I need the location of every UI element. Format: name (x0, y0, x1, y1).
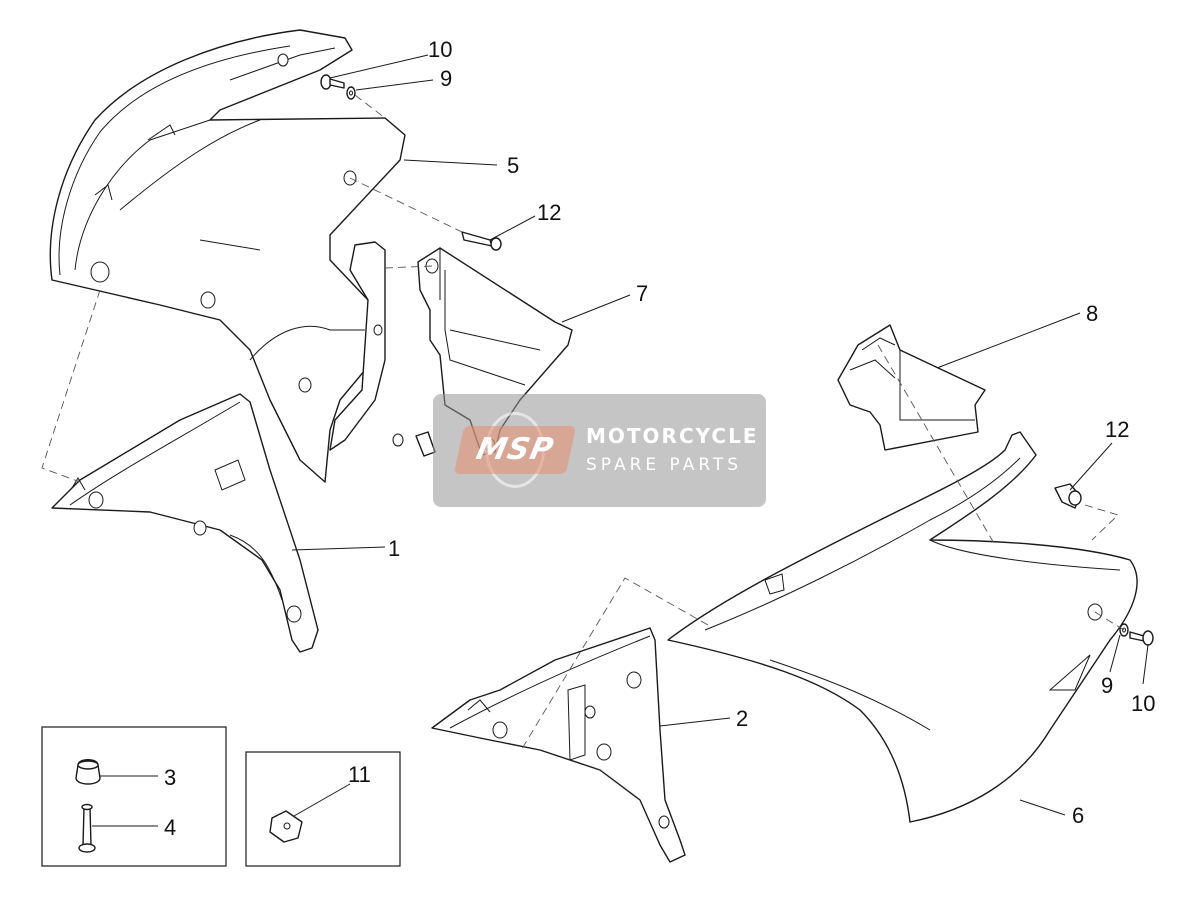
callout-labels: 10 9 5 12 7 1 8 12 2 6 9 10 3 4 11 (164, 37, 1155, 840)
part-2-lower-side-fairing (431, 627, 686, 863)
callout-10-right: 10 (1131, 691, 1155, 716)
part-9-washer-top (346, 86, 356, 100)
inset-box-3-4 (41, 726, 227, 867)
part-12-spacer-top (461, 231, 502, 251)
watermark-line-1: MOTORCYCLE (586, 424, 759, 448)
callout-4: 4 (164, 815, 176, 840)
assembly-lines (41, 94, 1125, 753)
part-10-screw-top (320, 74, 345, 90)
leader-lines (92, 54, 1149, 827)
watermark-badge: MSP MOTORCYCLE SPARE PARTS (433, 394, 766, 507)
callout-9-top: 9 (440, 66, 452, 91)
callout-11: 11 (348, 762, 371, 787)
watermark-line-2: SPARE PARTS (586, 455, 743, 475)
part-8-duct-bracket (837, 324, 986, 451)
callout-7: 7 (636, 281, 648, 306)
part-9-washer-right (1119, 623, 1129, 637)
part-12-spacer-right (1054, 483, 1082, 509)
callout-1: 1 (388, 536, 400, 561)
callout-8: 8 (1086, 301, 1098, 326)
part-10-screw-right (1129, 630, 1154, 646)
callout-10-top: 10 (428, 37, 452, 62)
callout-3: 3 (164, 765, 176, 790)
part-1-lower-fairing (51, 393, 319, 653)
callout-5: 5 (507, 153, 519, 178)
callout-9-right: 9 (1101, 673, 1113, 698)
callout-2: 2 (736, 706, 748, 731)
callout-12-right: 12 (1105, 417, 1129, 442)
inset-box-11 (245, 751, 401, 867)
msp-logo: MSP (453, 426, 577, 474)
callout-6: 6 (1072, 803, 1084, 828)
callout-12-top: 12 (537, 200, 561, 225)
part-5-inner-bracket (329, 241, 404, 451)
